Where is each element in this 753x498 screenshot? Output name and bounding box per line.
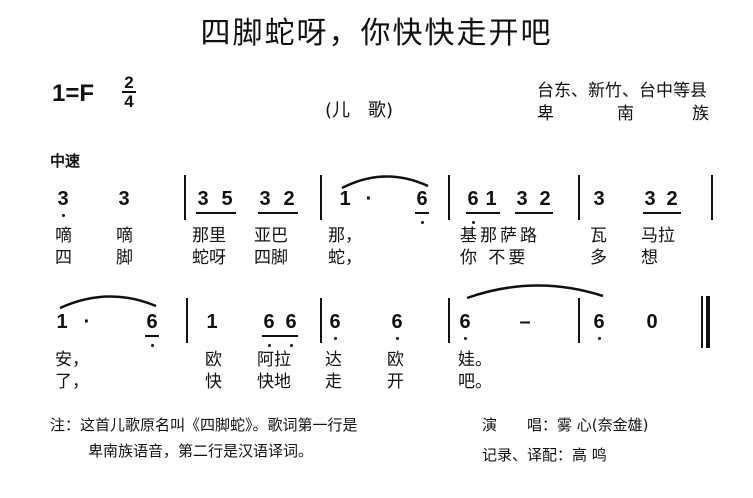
note: 6 [593,311,605,340]
recorder-label: 记录、译配： [482,446,573,464]
note: 3 [259,188,271,210]
lyric: 了， [55,372,89,392]
beam [258,212,298,214]
barline [184,175,186,220]
beam [196,212,236,214]
barline [578,298,580,343]
note: 6 [459,311,471,340]
singer-name: 雾 心(奈金雄) [557,416,649,434]
origin-char: 卑 [537,104,554,124]
footnote-line-1: 注：这首儿歌原名叫《四脚蛇》。歌词第一行是 [50,416,358,434]
time-signature: 2 4 [122,74,136,110]
note: 3 [197,188,209,210]
rest: 0 [646,311,658,333]
beam [643,212,681,214]
lyric: 快地 [257,372,291,392]
lyric: 四 [55,248,72,268]
singer-credit: 演 唱：雾 心(奈金雄) [482,414,649,435]
lyric: 走 [325,372,342,392]
note: 1 [485,188,497,210]
note: 3 [593,188,605,210]
note: 6 [146,311,158,347]
barline [186,298,188,343]
lyric: 达 [325,350,342,370]
lyric: 嘀 [116,226,133,246]
recorder-name: 高 鸣 [572,446,607,464]
lyric: 欧 [205,350,222,370]
barline [711,175,713,220]
lyric: 娃。 [458,350,492,370]
note: 6 [467,188,479,224]
note: 2 [283,188,295,210]
beam [145,335,159,337]
beam [262,335,298,337]
beam [466,212,500,214]
lyric: 亚巴 [254,226,288,246]
time-top: 2 [122,74,136,93]
song-title: 四脚蛇呀，你快快走开吧 [200,16,553,51]
note: 2 [666,188,678,210]
origin-char: 族 [692,104,709,124]
note: 3 [644,188,656,210]
lyric: 基那萨路 [460,226,540,246]
tempo-marking: 中速 [50,152,81,170]
lyric: 你 不要 [460,248,529,268]
final-barline-thick [706,296,710,348]
lyric: 马拉 [641,226,675,246]
lyric: 瓦 [590,226,607,246]
lyric: 嘀 [55,226,72,246]
lyric: 欧 [387,350,404,370]
lyric: 吧。 [458,372,492,392]
note: 3 [118,188,130,210]
key-signature: 1=F 2 4 [52,74,136,110]
lyric: 蛇呀 [192,248,226,268]
note: 6 [391,311,403,340]
dot-extension: · [83,311,91,333]
lyric: 安， [55,350,89,370]
barline [448,298,450,343]
note: 1 [339,188,351,210]
note: 6 [285,311,297,347]
note: 6 [329,311,341,340]
note: 1 [56,311,68,333]
note: 3 [516,188,528,210]
dash-extension: – [519,311,531,333]
time-bottom: 4 [124,92,134,111]
genre-label: (儿 歌) [325,100,394,121]
barline [320,175,322,220]
key-label: 1=F [52,80,95,107]
lyric: 开 [387,372,404,392]
slur [341,175,429,190]
lyric: 快 [205,372,222,392]
beam [415,212,429,214]
lyric: 那里 [192,226,226,246]
footnote-line-2: 卑南族语音，第二行是汉语译词。 [88,442,314,460]
note: 6 [263,311,275,347]
slur [466,284,604,300]
final-barline-thin [701,296,703,348]
lyric: 想 [641,248,658,268]
origin-char: 南 [617,104,634,124]
origin-ethnic: 卑 南 族 [537,99,709,124]
lyric: 阿拉 [257,350,291,370]
note: 1 [206,311,218,333]
note: 3 [57,188,69,217]
beam [515,212,553,214]
barline [448,175,450,220]
lyric: 蛇， [328,248,362,268]
dot-extension: · [365,188,373,210]
lyric: 多 [590,248,607,268]
lyric: 那， [328,226,362,246]
note: 6 [416,188,428,224]
note: 2 [539,188,551,210]
barline [578,175,580,220]
lyric: 四脚 [254,248,288,268]
lyric: 脚 [116,248,133,268]
origin-region: 台东、新竹、台中等县 [537,81,707,101]
barline [320,298,322,343]
slur [59,295,157,310]
recorder-credit: 记录、译配：高 鸣 [482,444,607,465]
singer-label: 演 唱： [482,416,558,434]
note: 5 [221,188,233,210]
